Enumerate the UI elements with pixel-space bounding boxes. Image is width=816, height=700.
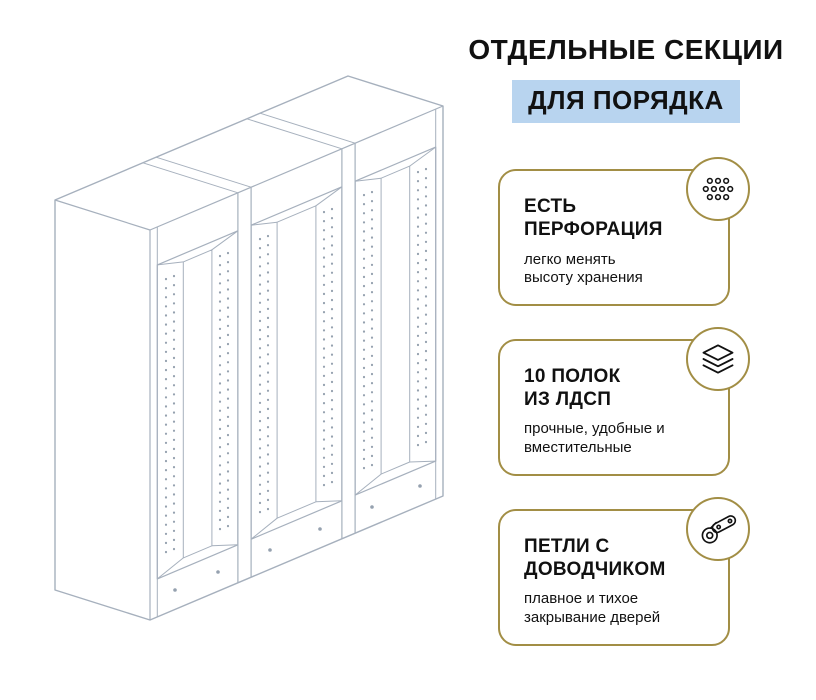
subtitle-highlight: ДЛЯ ПОРЯДКА [512,80,740,124]
feature-cards: ЕСТЬ ПЕРФОРАЦИЯ легко менять высоту хран… [498,157,750,646]
subtitle-row: ДЛЯ ПОРЯДКА [452,80,800,124]
feature-card-hinges: ПЕТЛИ С ДОВОДЧИКОМ плавное и тихое закры… [498,496,750,646]
wardrobe-interiors [156,146,436,580]
feature-title: 10 ПОЛОК ИЗ ЛДСП [524,366,621,411]
perforation-icon-circle [686,157,750,222]
feature-title: ЕСТЬ ПЕРФОРАЦИЯ [524,196,663,241]
feature-description: легко менять высоту хранения [524,250,643,287]
page-title: ОТДЕЛЬНЫЕ СЕКЦИИ [468,34,784,65]
wardrobe-body [54,75,444,621]
perforation-holes-icon [702,177,734,201]
feature-card-shelves: 10 ПОЛОК ИЗ ЛДСП прочные, удобные и вмес… [498,327,750,476]
perforation-dot-columns [164,167,428,557]
feature-description: прочные, удобные и вместительные [524,420,665,457]
feature-card-perforation: ЕСТЬ ПЕРФОРАЦИЯ легко менять высоту хран… [498,157,750,307]
shelves-icon-circle [686,327,750,392]
hinge-icon-circle [686,496,750,561]
hinge-icon [701,515,737,544]
shelves-stack-icon [702,344,734,374]
feature-title: ПЕТЛИ С ДОВОДЧИКОМ [524,535,666,581]
info-column: ОТДЕЛЬНЫЕ СЕКЦИИ ДЛЯ ПОРЯДКА ЕСТЬ ПЕРФОР… [452,34,800,646]
base-fitting-dots [173,484,422,592]
feature-description: плавное и тихое закрывание дверей [524,590,661,626]
wardrobe-illustration [54,75,444,621]
